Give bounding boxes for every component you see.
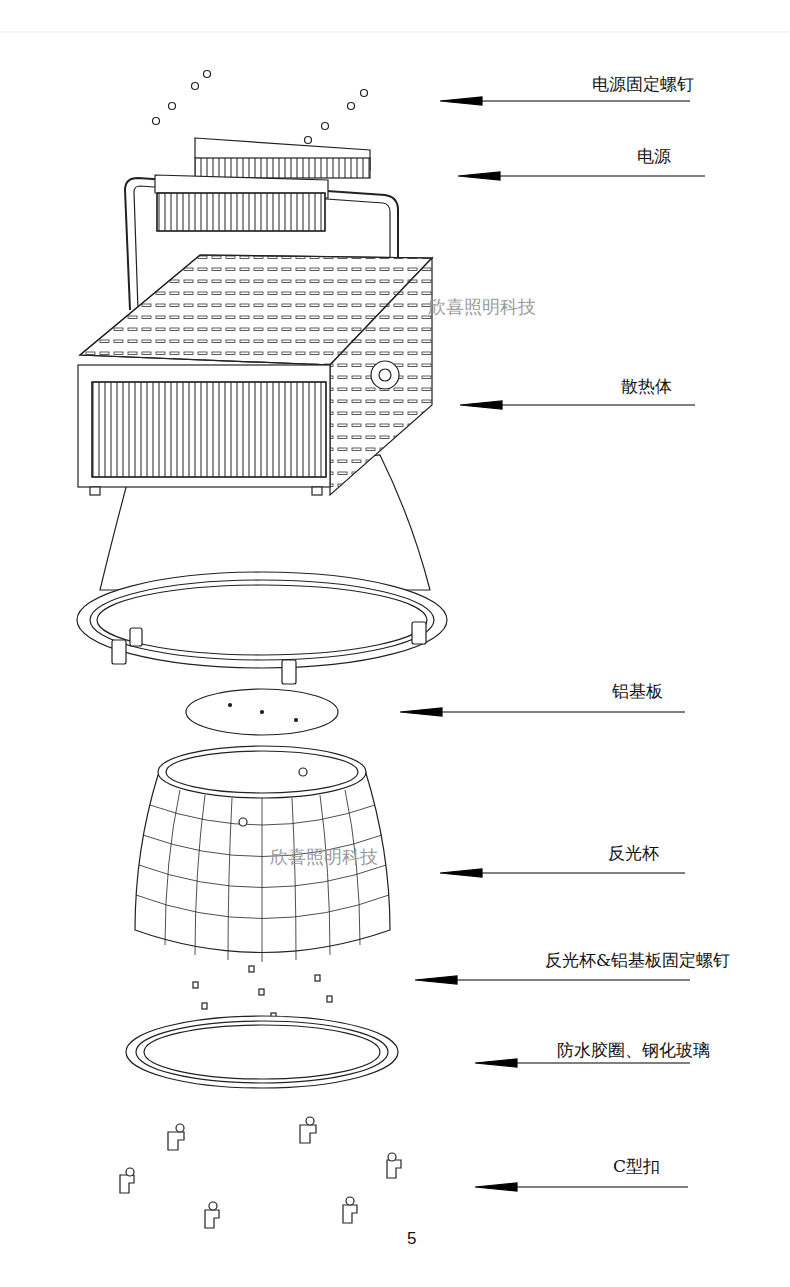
page-number: 5 [407,1229,416,1249]
leader-arrows [400,97,705,1191]
part-label: 防水胶圈、钢化玻璃 [557,1040,710,1060]
part-label: 反光杯&铝基板固定螺钉 [545,950,730,970]
watermark: 欣喜照明科技 [428,296,536,318]
lamp-drawing [77,71,447,1229]
part-label: 电源 [637,146,671,166]
screws [153,71,368,144]
part-label: C型扣 [613,1156,660,1176]
c-clips [120,1117,401,1228]
watermark: 欣喜照明科技 [270,846,378,868]
part-label: 铝基板 [612,681,663,701]
ring-clips [112,622,426,684]
part-label: 散热体 [621,376,672,396]
part-label: 反光杯 [608,843,659,863]
part-label: 电源固定螺钉 [592,74,694,94]
reflector-screws [193,966,332,1019]
